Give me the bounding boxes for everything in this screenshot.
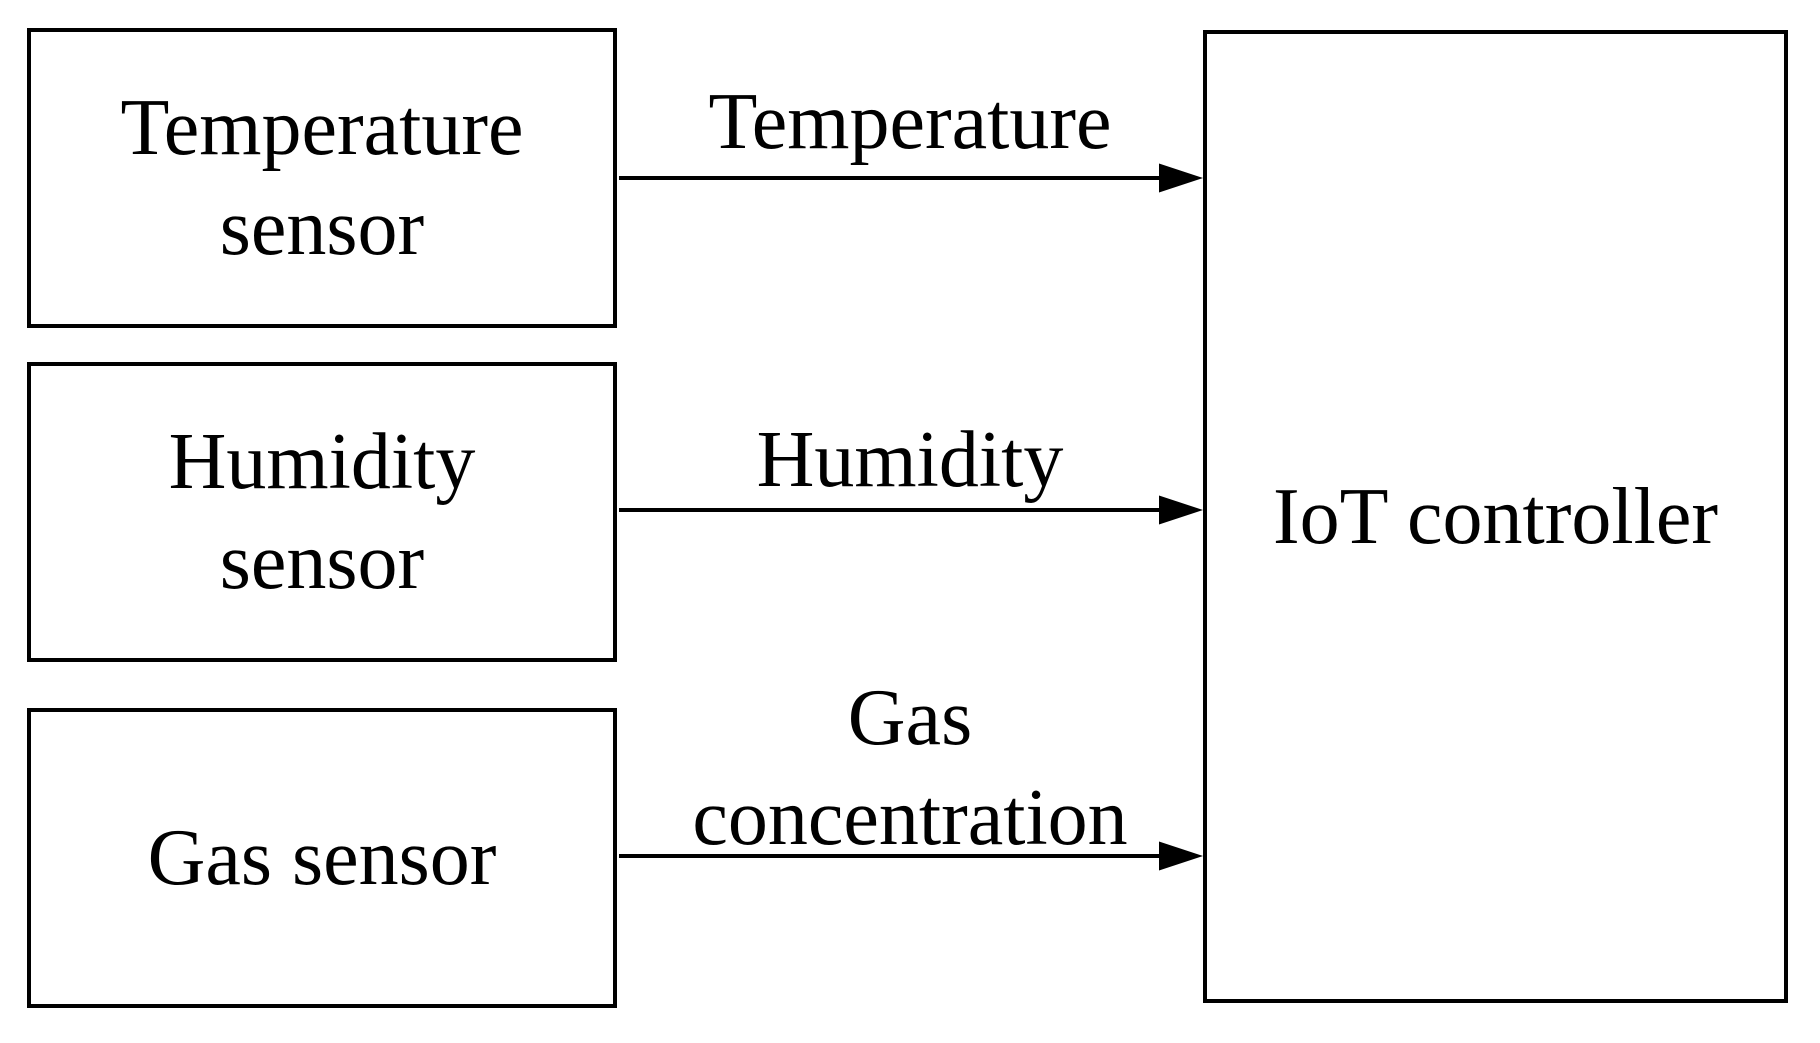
edge-label-line: Humidity (756, 416, 1064, 504)
edge-label-line: concentration (692, 774, 1128, 862)
node-label-line: Gas sensor (147, 814, 497, 902)
node-temperature-sensor: Temperature sensor (27, 28, 617, 328)
node-label-line: IoT controller (1272, 472, 1719, 561)
edge-label-line: Gas (847, 674, 973, 762)
node-gas-sensor: Gas sensor (27, 708, 617, 1008)
edge-label-line: Temperature (708, 78, 1112, 166)
node-iot-controller: IoT controller (1203, 30, 1788, 1003)
node-label-line: Temperature (120, 84, 524, 172)
temperature-arrow (619, 163, 1203, 193)
node-humidity-sensor: Humidity sensor (27, 362, 617, 662)
node-gas-sensor-label: Gas sensor (148, 808, 497, 908)
edge-label-temperature: Temperature (617, 72, 1203, 172)
humidity-arrow (619, 495, 1203, 525)
edge-label-gas-concentration: Gas concentration (617, 668, 1203, 868)
node-temperature-sensor-label: Temperature sensor (120, 78, 523, 278)
gas-concentration-arrow (619, 841, 1203, 871)
edge-label-humidity: Humidity (617, 410, 1203, 510)
node-label-line: sensor (219, 184, 425, 272)
node-label-line: sensor (219, 518, 425, 606)
node-label-line: Humidity (168, 418, 476, 506)
node-iot-controller-label: IoT controller (1273, 467, 1718, 567)
node-humidity-sensor-label: Humidity sensor (169, 412, 476, 612)
